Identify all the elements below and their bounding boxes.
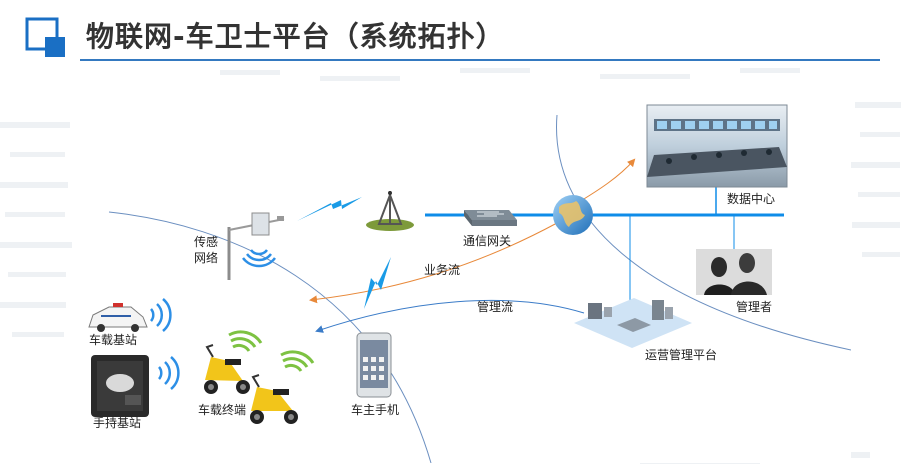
wifi-icon xyxy=(157,356,180,390)
smartphone-icon xyxy=(356,332,392,398)
business-flow-down xyxy=(309,222,558,304)
police-car-icon xyxy=(88,303,148,332)
globe-icon xyxy=(553,195,593,235)
gateway-icon xyxy=(464,210,517,226)
sensor-network-label-line2: 网络 xyxy=(194,251,219,265)
sensor-network-label-line1: 传感 xyxy=(194,235,219,249)
scooter-icon xyxy=(250,374,298,424)
page-title: 物联网-车卫士平台（系统拓扑） xyxy=(86,20,505,53)
management-flow xyxy=(315,299,585,333)
topology-canvas: 传感 网络 通信网关 数据中心 管理者 运营管理平台 业务流 管理流 车载基站 … xyxy=(79,95,851,463)
handheld-station-label: 手持基站 xyxy=(93,416,142,430)
topology-diagram xyxy=(88,104,851,463)
datacenter-photo xyxy=(646,104,788,188)
server-platform-icon xyxy=(574,298,692,348)
lightning-icon xyxy=(297,197,362,221)
wifi-icon xyxy=(149,298,172,332)
title-square-icon xyxy=(25,17,65,57)
sensor-pole-icon xyxy=(227,212,285,280)
vehicle-terminal-label: 车载终端 xyxy=(198,403,247,417)
manager-photo xyxy=(696,249,772,295)
lightning-icon xyxy=(364,257,391,309)
region-arc-right xyxy=(556,114,851,351)
datacenter-label: 数据中心 xyxy=(727,192,776,206)
region-arc-left xyxy=(108,211,432,463)
antenna-tower-icon xyxy=(366,191,414,231)
scooter-icon xyxy=(204,344,250,394)
business-flow-label: 业务流 xyxy=(424,263,461,277)
wifi-icon xyxy=(228,330,263,352)
wifi-icon xyxy=(280,350,315,372)
gateway-label: 通信网关 xyxy=(463,234,512,248)
vehicle-station-label: 车载基站 xyxy=(89,333,138,347)
manager-label: 管理者 xyxy=(736,300,773,314)
title-divider xyxy=(80,59,880,61)
handheld-station-icon xyxy=(91,355,149,417)
ops-platform-label: 运营管理平台 xyxy=(645,348,718,362)
management-flow-label: 管理流 xyxy=(477,300,514,314)
owner-phone-label: 车主手机 xyxy=(351,403,400,417)
wifi-icon xyxy=(242,249,276,268)
